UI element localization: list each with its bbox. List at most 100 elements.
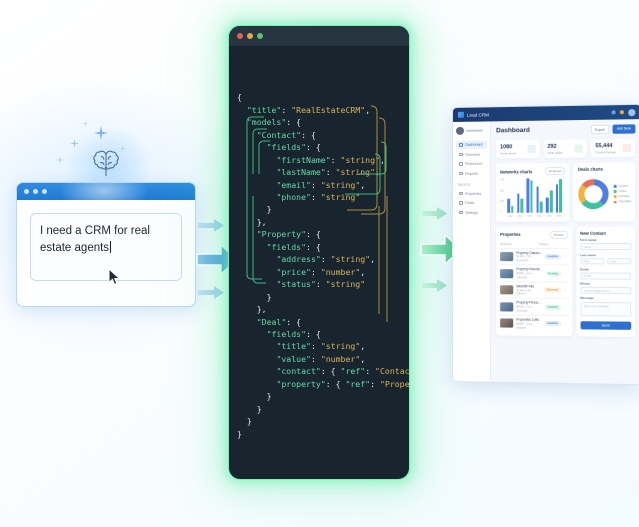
window-dot-minimize[interactable] [33,189,38,194]
legend-label: Closed [618,184,628,188]
row-menu-icon[interactable]: ⋮ [563,287,568,293]
y-tick: 750 [500,178,505,182]
phone-input[interactable]: your.email@mail.com [580,286,632,294]
sidebar-user-name [465,129,484,132]
page-title: Dashboard [496,126,530,135]
last-name-row: First Last [580,257,632,265]
table-row[interactable]: Property Pinecr... $610K • 2 bd Northsid… [500,297,568,316]
grid-icon [458,143,463,147]
bottom-row: Properties Newest Property Status Proper… [496,226,636,337]
bar-chart-plot: 750 500 250 0 [500,178,565,213]
search-icon[interactable] [611,110,616,115]
window-dot-maximize[interactable] [42,189,47,194]
brand-name: Lead CRM [466,111,489,118]
phone-label: Phone [580,281,590,286]
stat-card[interactable]: 292 Total deals [543,139,588,159]
table-row[interactable]: Property Oakwo... $1.2M • 3 bd Downtown … [500,247,568,265]
last-name-input-last[interactable]: Last [607,258,632,265]
sidebar-item-properties[interactable]: Properties [456,189,487,197]
prompt-panel: I need a CRM for real estate agents [16,120,196,307]
property-meta: Northside [516,309,528,313]
status-badge: Available [544,304,561,310]
placeholder-text: Type your message [583,304,609,309]
code-editor-titlebar [229,26,409,46]
stat-value: 292 [547,143,557,150]
status-badge: Reserved [544,287,561,293]
property-meta: Midtown [516,326,527,330]
placeholder-text: Last [610,259,617,264]
add-new-button[interactable]: Add New [612,124,636,135]
prompt-input[interactable]: I need a CRM for real estate agents [30,213,182,281]
table-row[interactable]: Westhill villa $2.4M • 5 bd Hillcrest Re… [500,281,568,299]
property-info: Property Pinecr... $610K • 2 bd Northsid… [516,301,541,313]
sidebar-item-deals[interactable]: Deals [456,199,487,207]
message-textarea[interactable]: Type your message [580,301,632,317]
new-contact-title: New Contact [580,230,606,236]
last-name-input-first[interactable]: First [580,257,605,265]
row-menu-icon[interactable]: ⋮ [563,304,568,310]
window-dot-close[interactable] [24,189,29,194]
table-row[interactable]: Property Riverst... $840K • 2 bd Lakesid… [500,264,568,282]
property-info: Westhill villa $2.4M • 5 bd Hillcrest [516,284,541,296]
property-title: Property Pinecr... [516,300,542,306]
status-badge: Available [544,321,561,327]
sidebar-item-label: Deals [465,200,475,205]
column-header: Property [500,241,512,246]
export-button[interactable]: Export [590,124,610,135]
dashboard-sidebar: Dashboard Overview Resources Reports PAG… [452,121,492,382]
gear-icon [458,210,463,215]
bell-icon[interactable] [619,110,624,115]
code-text: { "title": "RealEstateCRM", "models": { … [237,92,410,439]
sidebar-item-resources[interactable]: Resources [456,160,487,168]
y-tick: 250 [500,199,505,203]
stat-card[interactable]: 55,444 Closed listings [591,138,636,158]
sidebar-item-overview[interactable]: Overview [456,150,487,158]
email-input[interactable]: Email [580,272,632,280]
close-dot[interactable] [237,33,243,39]
last-name-label: Last name [580,252,596,257]
maximize-dot[interactable] [257,33,263,39]
arrow-small-bottom [422,279,447,292]
sidebar-group-label: PAGES [457,182,471,187]
property-info: Property Riverst... $840K • 2 bd Lakesid… [516,267,542,279]
first-name-input[interactable]: Name [580,243,632,251]
sidebar-item-dashboard[interactable]: Dashboard [455,140,488,149]
donut-chart-plot: Closed Active Pending Cancelled [578,175,631,214]
first-name-label: First name [580,238,597,243]
bar-chart-filter[interactable]: All Shown [544,167,566,176]
dashboard-window: Lead CRM Dashboard Overview Resou [452,103,639,386]
titlebar-sheen [59,183,149,200]
row-menu-icon[interactable]: ⋮ [563,270,568,276]
row-menu-icon[interactable]: ⋮ [563,253,568,259]
property-meta: Lakeside [516,276,527,280]
email-label: Email [580,267,589,272]
properties-filter[interactable]: Newest [549,230,568,239]
send-button[interactable]: Send [580,320,632,330]
prompt-input-value: I need a CRM for real estate agents [40,225,150,254]
prompt-window-body: I need a CRM for real estate agents [17,200,195,306]
property-meta: Hillcrest [516,292,526,296]
sidebar-user[interactable] [455,126,487,135]
placeholder-text: Email [583,273,591,278]
legend-label: Active [618,189,627,194]
y-tick: 500 [500,189,505,193]
sidebar-item-label: Settings [465,210,479,215]
stat-card[interactable]: 1080 Total clients [496,140,540,159]
bar-chart-header: Networks charts All Shown [500,167,566,176]
check-icon [574,144,583,153]
properties-header: Properties Newest [500,230,568,239]
table-row[interactable]: Properties Lofts $995K • 3 bd Midtown Av… [500,314,568,332]
avatar[interactable] [628,108,636,116]
arrow-small-bottom [198,286,224,299]
sidebar-item-label: Resources [465,161,483,166]
sidebar-item-settings[interactable]: Settings [456,208,487,216]
sparkle-icon [94,126,108,140]
new-contact-card: New Contact First name Name Last name Fi… [576,226,636,337]
row-menu-icon[interactable]: ⋮ [563,320,568,327]
code-content[interactable]: { "title": "RealEstateCRM", "models": { … [229,46,409,473]
bar-group [507,198,514,213]
bar-chart-title: Networks charts [500,168,533,175]
legend-label: Cancelled [618,200,632,204]
minimize-dot[interactable] [247,33,253,39]
sidebar-item-reports[interactable]: Reports [456,169,487,177]
